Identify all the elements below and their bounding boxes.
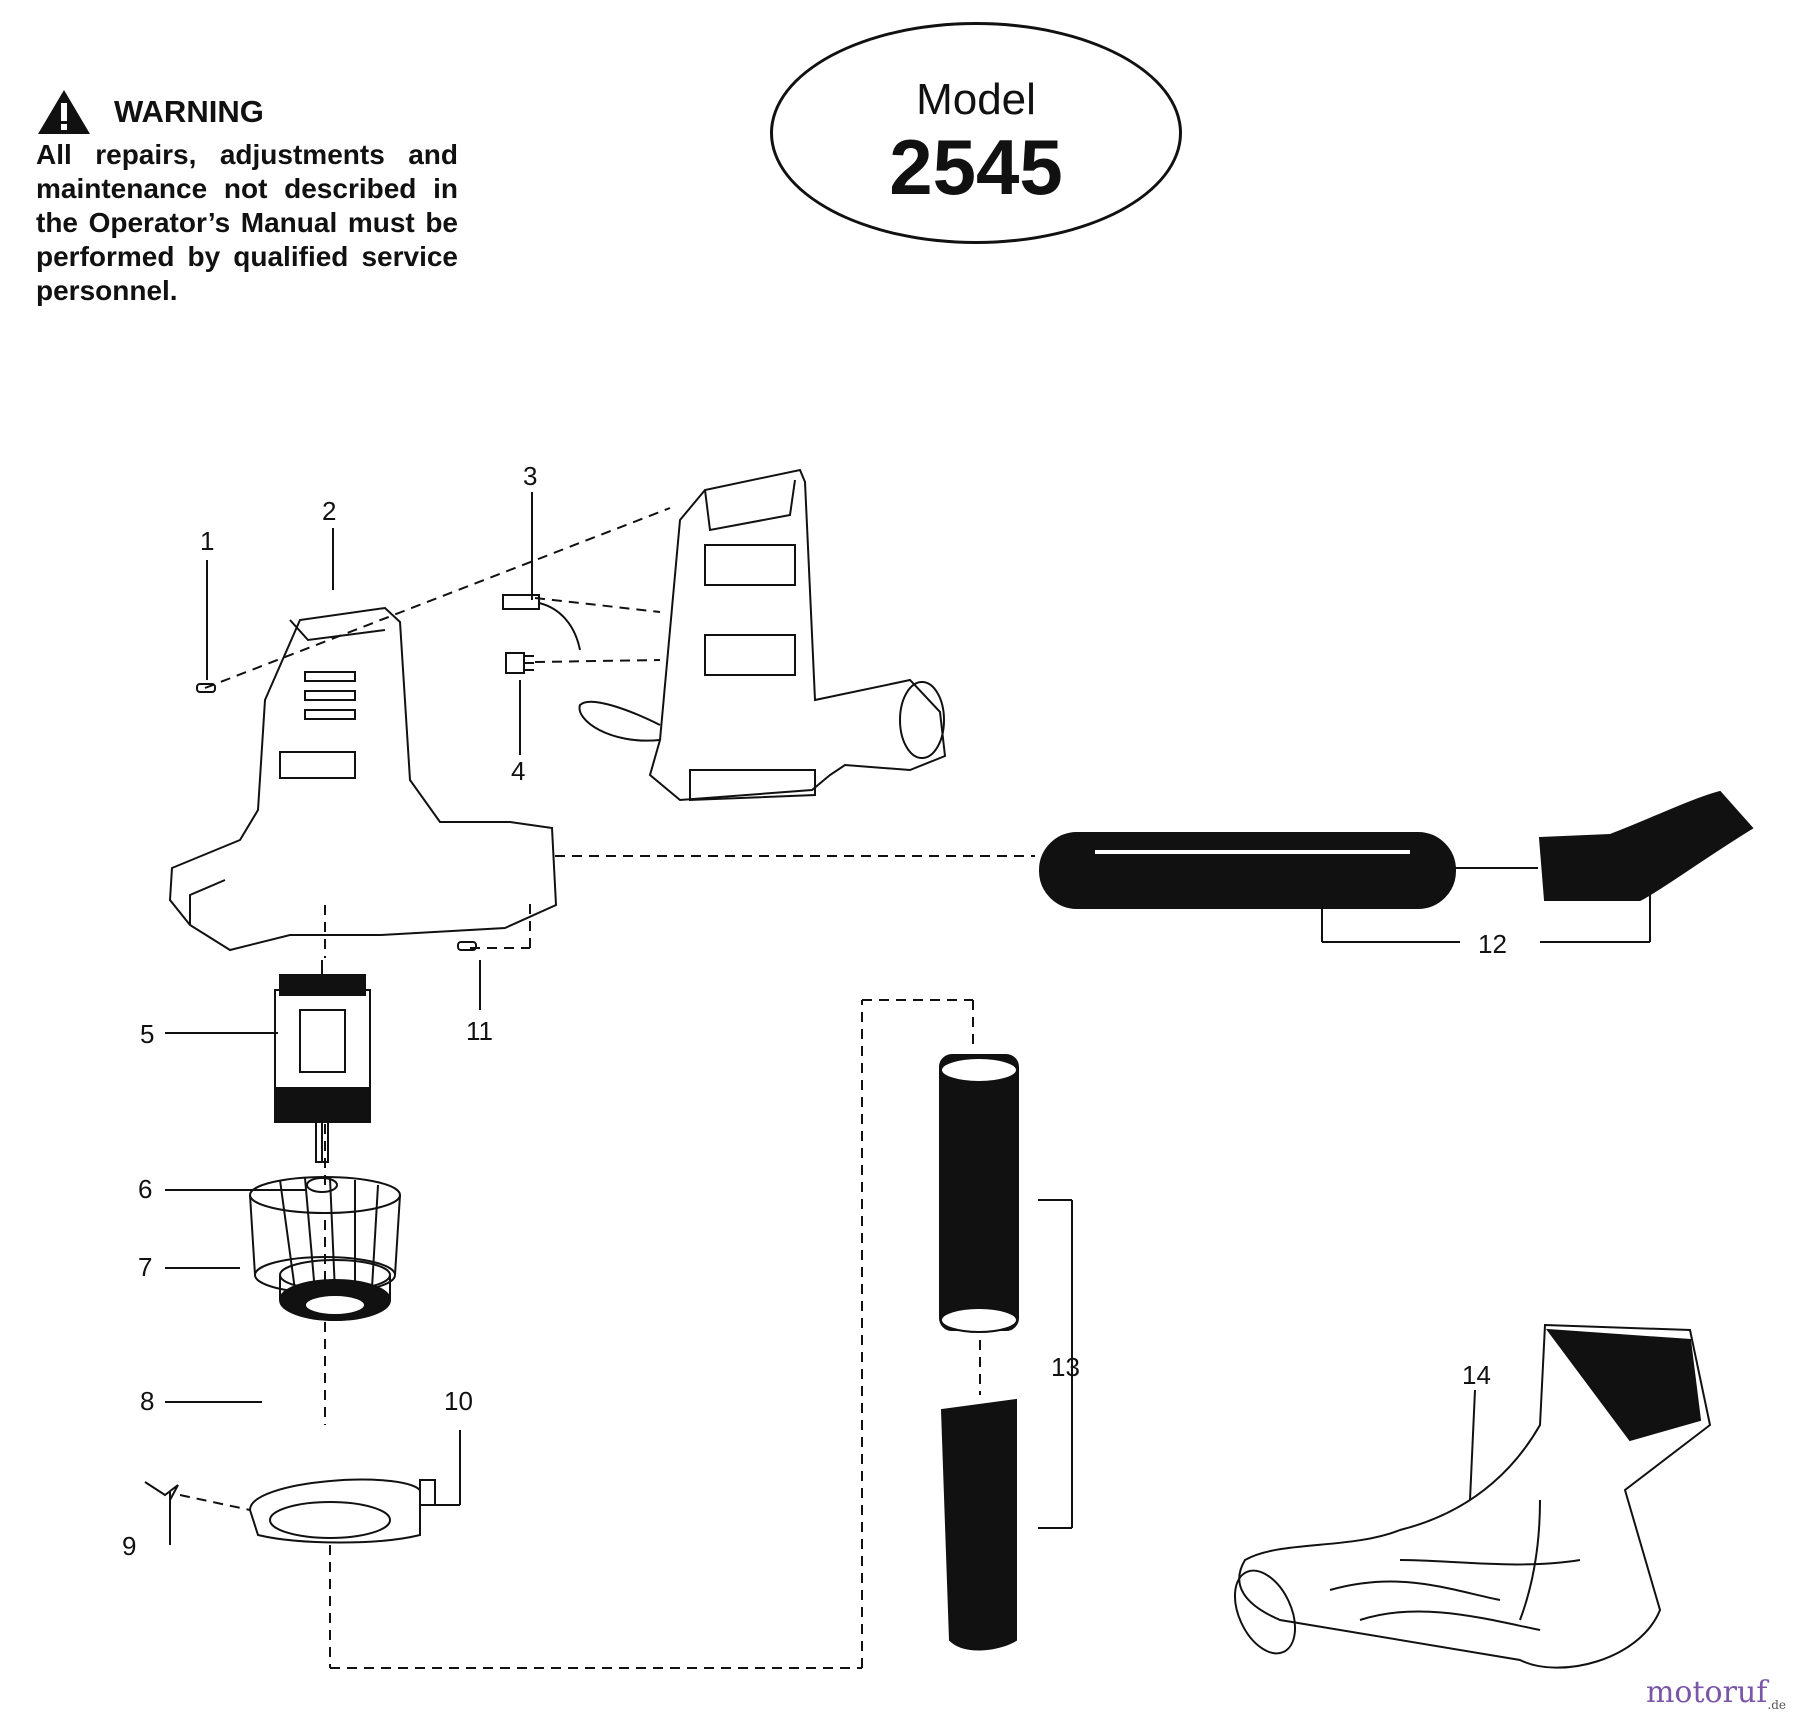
part-label-12: 12 xyxy=(1478,929,1507,959)
leader-lines xyxy=(165,492,1651,1545)
part-labels: 1 2 3 4 5 6 7 8 9 10 11 12 13 14 xyxy=(122,461,1507,1561)
part-5-motor xyxy=(274,960,371,1163)
part-9-clip xyxy=(144,1481,179,1501)
model-badge: Model 2545 xyxy=(770,22,1182,244)
watermark-suffix: .de xyxy=(1767,1698,1786,1712)
part-10-impeller-cover xyxy=(248,1478,436,1544)
part-3-housing-assembly xyxy=(578,468,947,802)
part-label-3: 3 xyxy=(523,461,537,491)
part-label-13: 13 xyxy=(1051,1352,1080,1382)
watermark: motoruf.de xyxy=(1646,1675,1786,1712)
part-1-screw xyxy=(196,683,216,693)
part-3-switch xyxy=(502,594,581,651)
part-label-8: 8 xyxy=(140,1386,154,1416)
part-label-2: 2 xyxy=(322,496,336,526)
part-label-11: 11 xyxy=(466,1016,493,1046)
part-label-4: 4 xyxy=(511,756,525,786)
warning-title: WARNING xyxy=(114,94,264,129)
part-12-blower-tubes xyxy=(1039,790,1754,909)
part-11-screw xyxy=(457,941,477,951)
part-13-vacuum-tubes xyxy=(939,1054,1019,1651)
part-label-9: 9 xyxy=(122,1531,136,1561)
watermark-text: motoruf xyxy=(1645,1675,1768,1710)
warning-triangle-icon xyxy=(38,90,90,134)
model-number: 2545 xyxy=(889,123,1063,211)
part-4-connector xyxy=(505,652,534,674)
warning-header: WARNING xyxy=(36,88,458,136)
assembly-lines xyxy=(179,507,1035,1669)
part-label-10: 10 xyxy=(444,1386,473,1416)
part-14-collection-bag xyxy=(1233,1323,1712,1669)
part-label-14: 14 xyxy=(1462,1360,1491,1390)
part-label-7: 7 xyxy=(138,1252,152,1282)
part-label-5: 5 xyxy=(140,1019,154,1049)
part-label-6: 6 xyxy=(138,1174,152,1204)
part-7-fan xyxy=(249,1176,401,1294)
part-2-housing xyxy=(168,606,558,952)
warning-text: All repairs, adjustments and maintenance… xyxy=(36,139,458,306)
part-6-washer xyxy=(306,1177,338,1193)
model-label: Model xyxy=(916,75,1036,124)
warning-notice: WARNING All repairs, adjustments and mai… xyxy=(36,88,458,308)
part-label-1: 1 xyxy=(200,526,214,556)
part-8-ring xyxy=(279,1259,391,1321)
